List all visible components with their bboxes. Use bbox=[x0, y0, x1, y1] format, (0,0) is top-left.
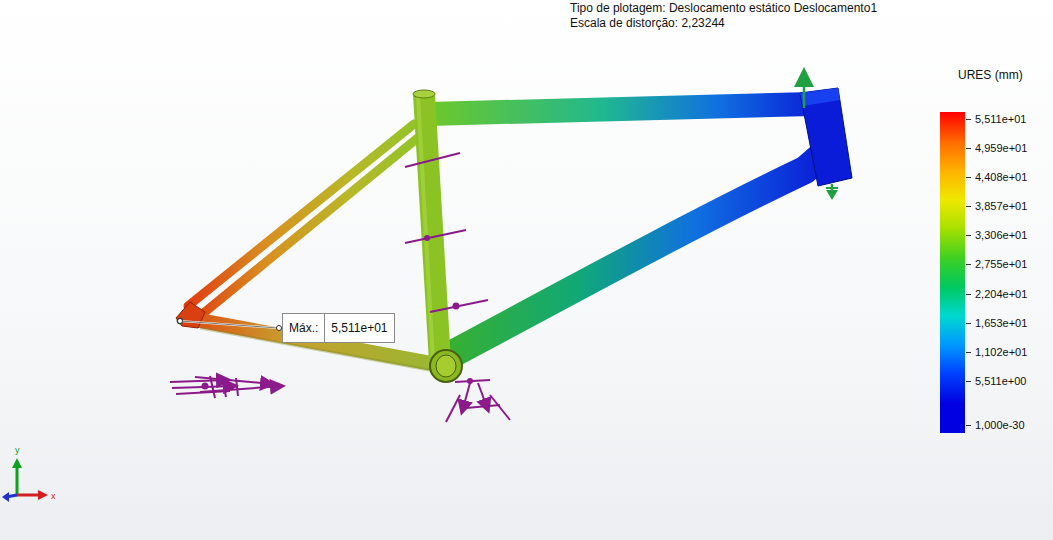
legend-value: 1,102e+01 bbox=[975, 345, 1027, 359]
legend-tick bbox=[966, 206, 971, 207]
legend-value: 4,959e+01 bbox=[975, 141, 1027, 155]
legend-tick bbox=[966, 264, 971, 265]
legend-value: 2,204e+01 bbox=[975, 287, 1027, 301]
color-bar-segment bbox=[940, 170, 965, 200]
color-bar-segment bbox=[940, 287, 965, 317]
legend-tick bbox=[966, 323, 971, 324]
legend-tick bbox=[966, 352, 971, 353]
legend-value: 5,511e+01 bbox=[975, 112, 1027, 126]
color-bar-segment bbox=[940, 403, 965, 433]
color-bar-segment bbox=[940, 374, 965, 404]
color-bar-segment bbox=[940, 345, 965, 375]
legend-tick bbox=[966, 425, 971, 426]
distortion-scale-text: Escala de distorção: 2,23244 bbox=[570, 16, 725, 30]
legend-value: 1,000e-30 bbox=[975, 418, 1025, 432]
legend-tick bbox=[966, 381, 971, 382]
legend-value: 3,306e+01 bbox=[975, 228, 1027, 242]
color-bar-segment bbox=[940, 316, 965, 346]
axis-label: y bbox=[15, 443, 20, 457]
legend-tick bbox=[966, 177, 971, 178]
max-callout-box: Máx.:5,511e+01 bbox=[282, 313, 395, 343]
plot-type-text: Tipo de plotagem: Deslocamento estático … bbox=[570, 1, 877, 15]
color-bar-segment bbox=[940, 228, 965, 258]
axis-label: x bbox=[51, 489, 56, 503]
color-bar-segment bbox=[940, 199, 965, 229]
legend-value: 2,755e+01 bbox=[975, 257, 1027, 271]
color-bar-segment bbox=[940, 112, 965, 142]
legend-value: 1,653e+01 bbox=[975, 316, 1027, 330]
legend-title: URES (mm) bbox=[958, 68, 1023, 82]
legend-value: 5,511e+00 bbox=[975, 374, 1027, 388]
callout-label: Máx.: bbox=[283, 314, 324, 342]
color-bar-segment bbox=[940, 141, 965, 171]
legend-tick bbox=[966, 294, 971, 295]
color-bar-segment bbox=[940, 257, 965, 287]
legend-tick bbox=[966, 235, 971, 236]
legend-tick bbox=[966, 148, 971, 149]
callout-value: 5,511e+01 bbox=[324, 314, 393, 342]
legend-value: 4,408e+01 bbox=[975, 170, 1027, 184]
legend-value: 3,857e+01 bbox=[975, 199, 1027, 213]
legend-tick bbox=[966, 119, 971, 120]
